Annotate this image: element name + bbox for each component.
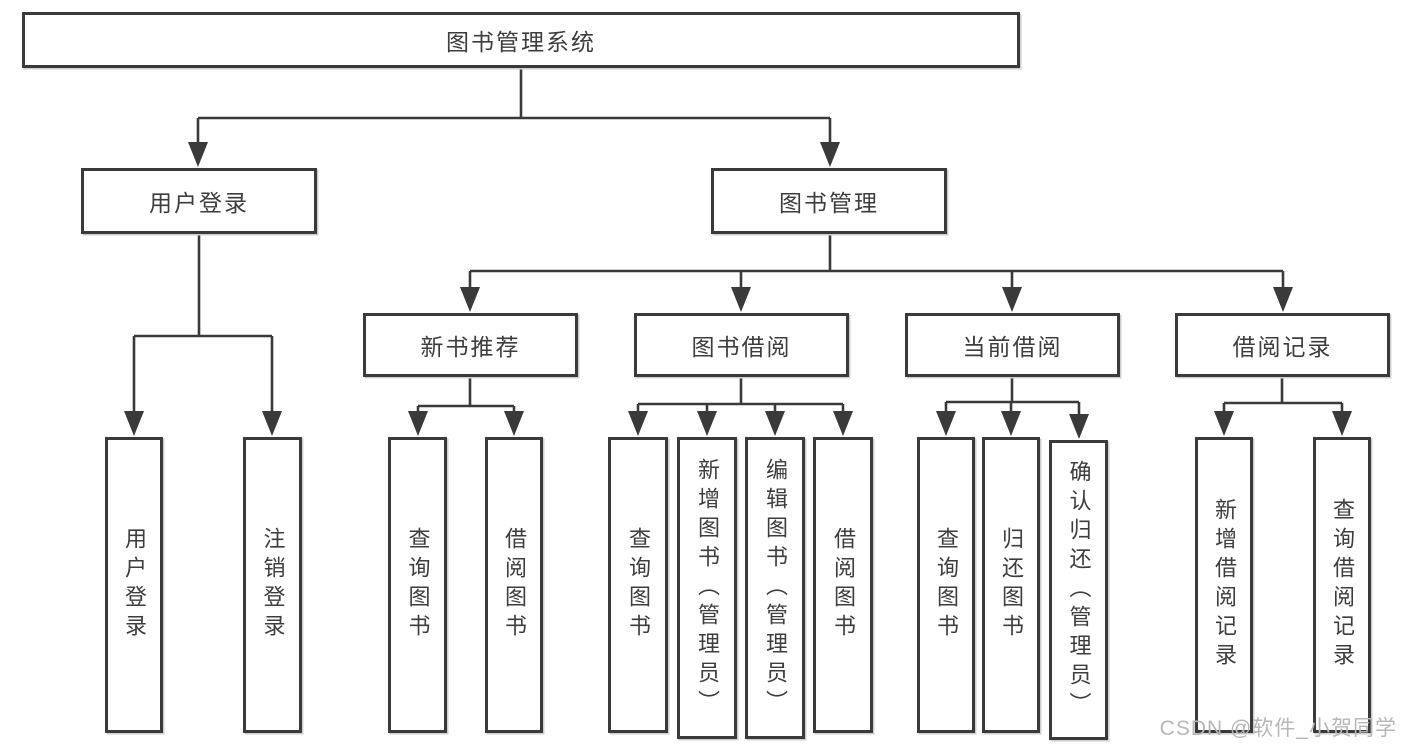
leaf-borrow-books: 借阅图书 [485, 437, 543, 733]
node-label: 图书借阅 [691, 334, 792, 360]
leaf-add-borrow-record: 新增借阅记录 [1195, 437, 1253, 733]
leaf-query-books: 查询图书 [608, 437, 668, 733]
node-library-management-system: 图书管理系统 [22, 12, 1020, 68]
node-label: 新增图书（管理员） [695, 457, 720, 719]
node-label: 借阅记录 [1232, 334, 1333, 360]
node-borrow-records: 借阅记录 [1175, 313, 1390, 377]
leaf-borrow-books: 借阅图书 [813, 437, 873, 733]
node-label: 用户登录 [122, 527, 147, 643]
node-label: 借阅图书 [502, 527, 527, 643]
leaf-confirm-return-admin: 确认归还（管理员） [1049, 440, 1108, 740]
node-label: 查询借阅记录 [1330, 498, 1355, 672]
leaf-query-books: 查询图书 [917, 437, 975, 733]
node-label: 图书管理 [779, 190, 879, 216]
leaf-user-login: 用户登录 [105, 437, 163, 733]
node-new-book-recommend: 新书推荐 [363, 313, 578, 377]
leaf-logout: 注销登录 [243, 437, 302, 733]
node-label: 用户登录 [149, 190, 249, 216]
node-label: 当前借阅 [962, 334, 1063, 360]
node-current-borrowing: 当前借阅 [905, 313, 1120, 377]
leaf-edit-book-admin: 编辑图书（管理员） [745, 437, 805, 739]
node-book-borrowing: 图书借阅 [634, 313, 849, 377]
leaf-query-books: 查询图书 [388, 437, 447, 733]
leaf-add-book-admin: 新增图书（管理员） [677, 437, 737, 739]
node-label: 查询图书 [405, 527, 431, 643]
node-book-management: 图书管理 [711, 168, 947, 234]
node-label: 查询图书 [626, 527, 651, 643]
node-label: 新书推荐 [420, 334, 521, 360]
leaf-return-book: 归还图书 [982, 437, 1040, 733]
node-label: 编辑图书（管理员） [763, 457, 788, 719]
node-user-login: 用户登录 [81, 168, 317, 234]
leaf-query-borrow-record: 查询借阅记录 [1313, 437, 1371, 733]
node-label: 注销登录 [260, 527, 286, 643]
node-label: 查询图书 [934, 527, 959, 643]
node-label: 归还图书 [999, 527, 1024, 643]
node-label: 图书管理系统 [446, 29, 596, 55]
node-label: 新增借阅记录 [1212, 498, 1237, 672]
node-label: 确认归还（管理员） [1066, 459, 1092, 721]
node-label: 借阅图书 [831, 527, 856, 643]
